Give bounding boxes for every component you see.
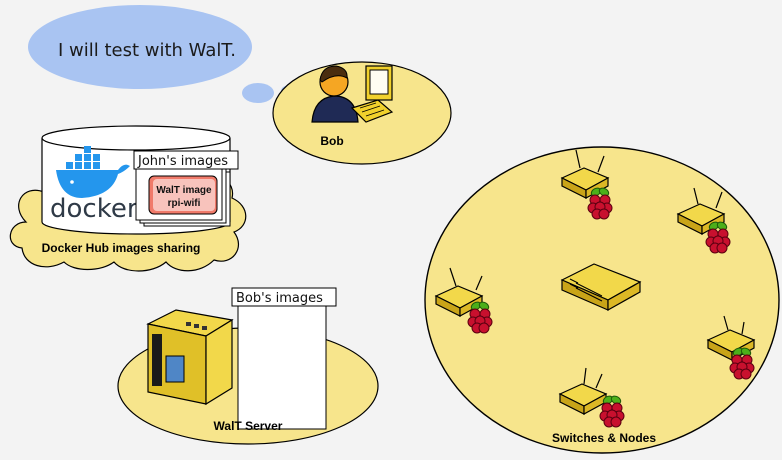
user-icon [311, 65, 359, 123]
raspberry-pi-icon [467, 299, 493, 334]
docker-whale-icon [56, 146, 130, 198]
computer-icon [350, 65, 394, 123]
walt-image-card-line2: rpi-wifi [168, 198, 201, 209]
node-right [707, 315, 755, 380]
node-top-right [677, 187, 731, 254]
bob-label: Bob [320, 134, 343, 148]
raspberry-pi-icon [599, 393, 625, 428]
raspberry-pi-icon [705, 219, 731, 254]
bobs-images-tag: Bob's images [231, 287, 337, 307]
docker-logo-word: docker [50, 194, 138, 224]
network-area: Switches & Nodes [424, 146, 780, 454]
johns-images-label: John's images [137, 154, 228, 169]
node-top [561, 149, 613, 220]
thought-bubble-body [28, 5, 252, 89]
network-switch [560, 263, 642, 312]
network-label: Switches & Nodes [552, 431, 656, 445]
raspberry-pi-icon [729, 345, 755, 380]
docker-hub-area: docker WalT image rpi-wifi John's images… [9, 125, 247, 272]
node-bottom [559, 367, 625, 428]
thought-bubble-text: I will test with WalT. [58, 40, 236, 61]
server-icon [146, 309, 234, 406]
thought-bubble: I will test with WalT. [28, 5, 314, 103]
node-left [435, 267, 493, 334]
docker-hub-label: Docker Hub images sharing [42, 241, 201, 255]
raspberry-pi-icon [587, 185, 613, 220]
johns-images-stack: WalT image rpi-wifi [135, 165, 231, 227]
bob-area: Bob [272, 61, 452, 165]
walt-server-label: WalT Server [214, 419, 283, 433]
johns-images-tag: John's images [133, 150, 239, 170]
walt-server-area: Bob's images WalT Server [117, 287, 379, 445]
bobs-images-label: Bob's images [236, 291, 323, 306]
thought-dot-large [242, 83, 274, 103]
bobs-images-box [237, 304, 327, 430]
walt-image-card-line1: WalT image [156, 185, 212, 196]
